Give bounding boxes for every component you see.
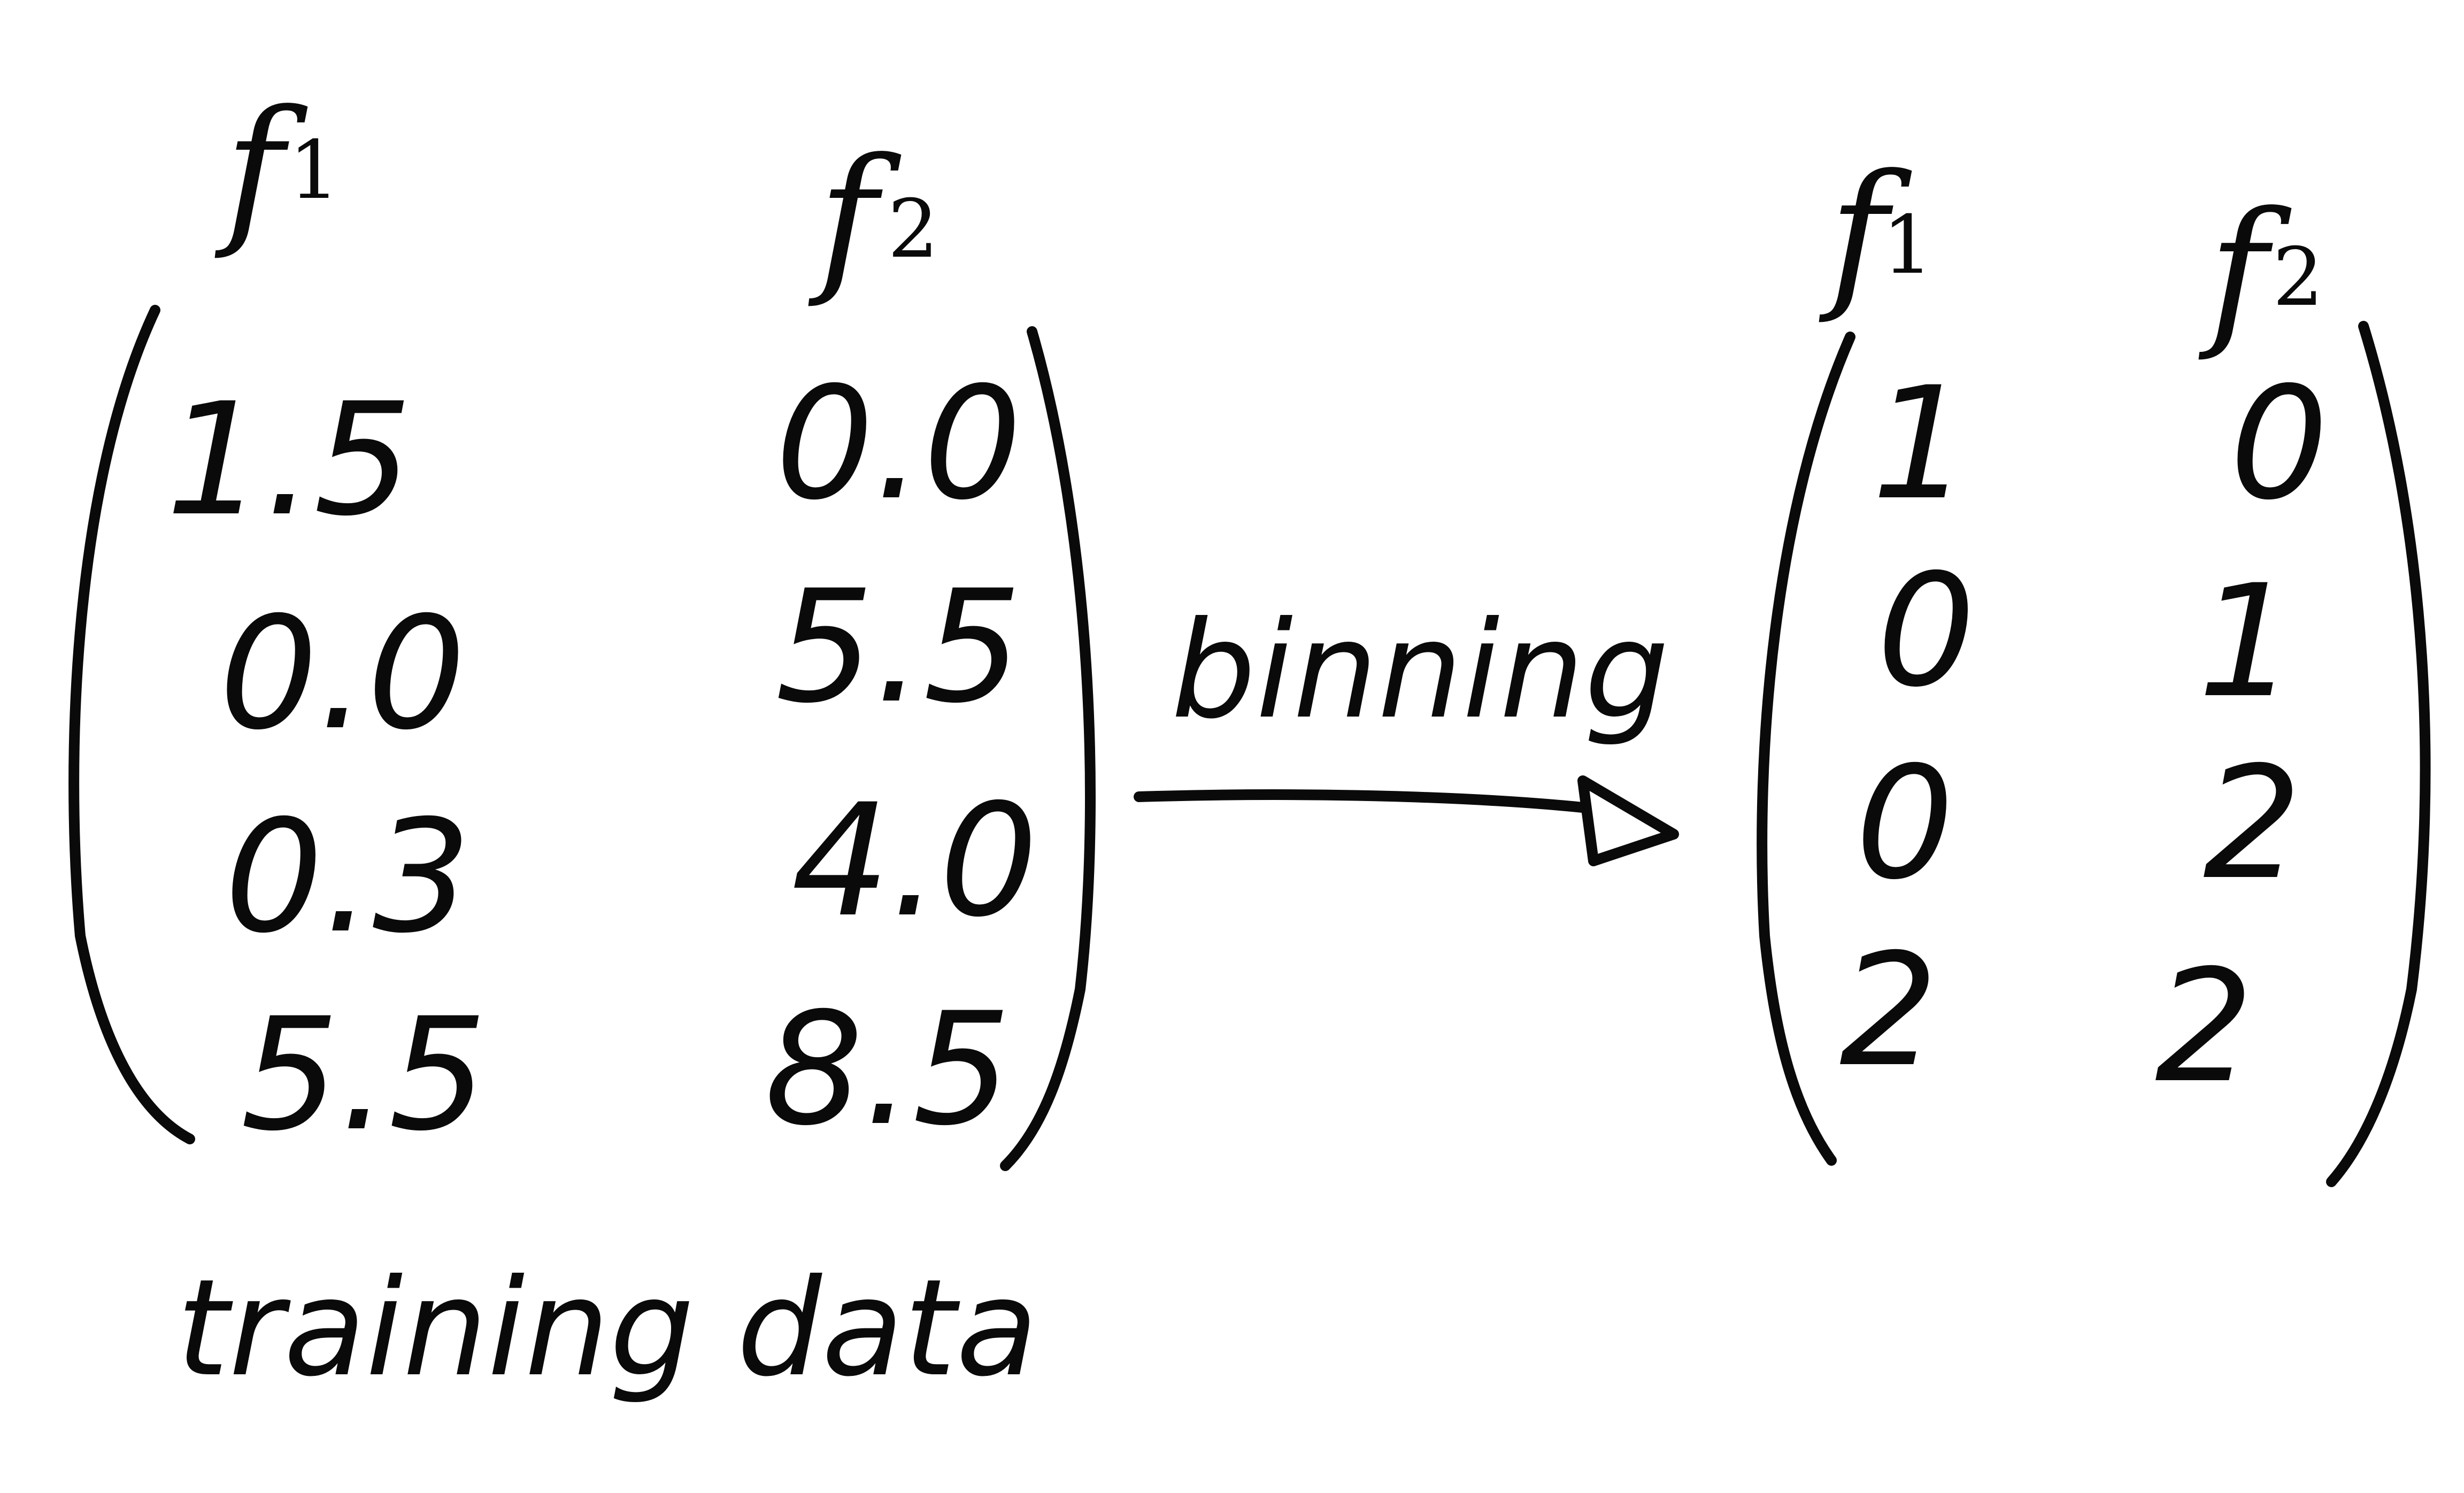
right-cell-r2-c2: 1 [2198, 552, 2297, 732]
right-matrix: f 1 f 2 1 0 0 1 0 2 2 2 [1757, 140, 2431, 1187]
left-cell-r1-c1: 1.5 [166, 370, 412, 550]
binning-arrow: binning [1134, 592, 1679, 866]
left-matrix-right-bracket [1000, 326, 1096, 1171]
right-header-f1: f 1 [1819, 140, 1933, 327]
left-cell-r4-c1: 5.5 [241, 985, 487, 1165]
right-header-f2-sub: 2 [2273, 231, 2323, 324]
left-cell-r1-c2: 0.0 [775, 354, 1022, 534]
left-matrix-caption: training data [176, 1250, 1038, 1406]
left-header-f1: f 1 [214, 76, 340, 263]
left-cell-r4-c2: 8.5 [765, 980, 1011, 1160]
left-cell-r3-c1: 0.3 [225, 787, 471, 967]
arrow-head-icon [1577, 775, 1679, 866]
arrow-shaft [1134, 789, 1588, 813]
right-cell-r4-c2: 2 [2155, 937, 2254, 1117]
right-header-f1-sub: 1 [1882, 199, 1933, 292]
right-cell-r3-c2: 2 [2203, 734, 2302, 914]
left-cell-r2-c2: 5.5 [775, 557, 1022, 737]
left-header-f2-sub: 2 [888, 183, 938, 276]
right-cell-r4-c1: 2 [1839, 921, 1938, 1101]
left-matrix-left-bracket [68, 305, 195, 1144]
right-cell-r1-c1: 1 [1872, 354, 1970, 534]
right-cell-r2-c1: 0 [1877, 541, 1976, 721]
left-cell-r2-c1: 0.0 [219, 584, 466, 764]
right-matrix-right-bracket [2326, 321, 2431, 1187]
left-cell-r3-c2: 4.0 [791, 771, 1038, 951]
left-header-f2: f 2 [808, 124, 938, 311]
left-header-f1-sub: 1 [289, 124, 340, 217]
left-matrix: f 1 f 2 1.5 0.0 0.0 5.5 0.3 4.0 5.5 8.5 … [68, 76, 1096, 1406]
arrow-label: binning [1171, 592, 1669, 748]
right-cell-r1-c2: 0 [2230, 354, 2329, 534]
right-cell-r3-c1: 0 [1855, 734, 1954, 914]
right-header-f2: f 2 [2198, 178, 2323, 364]
right-matrix-left-bracket [1757, 332, 1855, 1166]
